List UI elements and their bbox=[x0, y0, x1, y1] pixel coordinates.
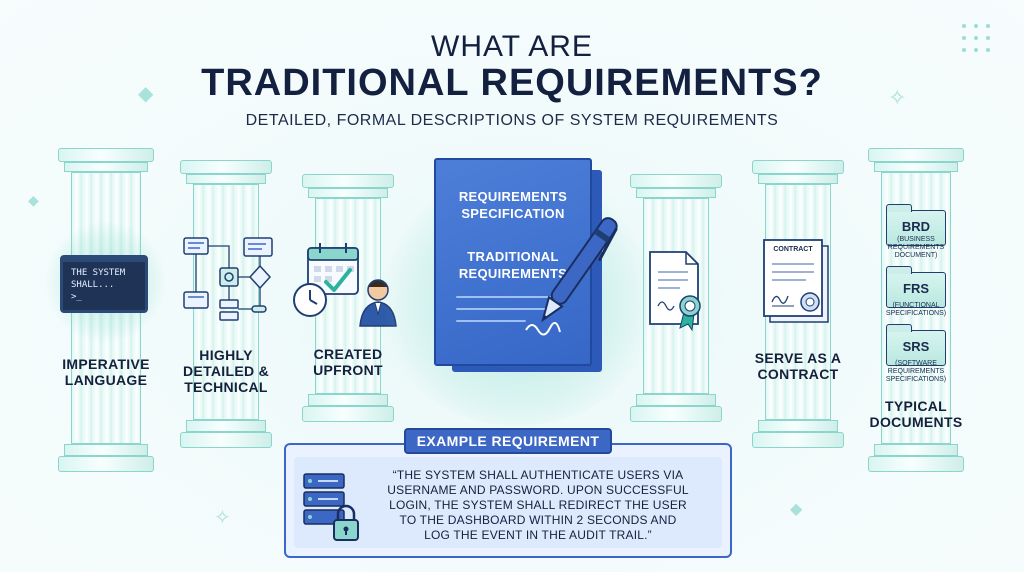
desc-line: DOCUMENT) bbox=[894, 252, 938, 259]
folder-icon-frs: FRS bbox=[885, 266, 946, 308]
pillar-label-highly-detailed: HIGHLY DETAILED & TECHNICAL bbox=[170, 347, 282, 395]
label-line: UPFRONT bbox=[313, 362, 383, 378]
contract-icon: CONTRACT bbox=[760, 236, 836, 326]
doc-line-1: REQUIREMENTS bbox=[458, 189, 568, 204]
folder-abbr: SRS bbox=[902, 339, 930, 354]
sparkle-icon: ✧ bbox=[888, 85, 907, 110]
example-line: “THE SYSTEM SHALL AUTHENTICATE USERS VIA bbox=[392, 468, 684, 482]
doc-line-3: TRADITIONAL bbox=[467, 249, 559, 264]
pen-icon bbox=[525, 217, 618, 336]
desc-line: REQUIREMENTS bbox=[887, 368, 945, 375]
label-line: CREATED bbox=[313, 346, 383, 362]
sparkle-icon: ◆ bbox=[790, 501, 803, 518]
desc-line: REQUIREMENTS bbox=[887, 244, 945, 251]
terminal-line-3: >_ bbox=[71, 292, 82, 302]
folder-abbr: BRD bbox=[901, 219, 931, 234]
folder-abbr: FRS bbox=[903, 281, 929, 296]
certificate-icon bbox=[649, 251, 701, 332]
desc-line: (SOFTWARE bbox=[895, 360, 937, 367]
pillar-label-imperative-language: IMPERATIVE LANGUAGE bbox=[48, 356, 164, 388]
label-line: LANGUAGE bbox=[64, 372, 148, 388]
label-line: DOCUMENTS bbox=[869, 414, 963, 430]
pillar-label-created-upfront: CREATED UPFRONT bbox=[292, 346, 404, 378]
label-line: CONTRACT bbox=[757, 366, 839, 382]
dot-grid-decoration bbox=[962, 24, 992, 54]
folder-icon-brd: BRD bbox=[885, 204, 946, 246]
contract-label: CONTRACT bbox=[773, 246, 813, 253]
title-line-1: WHAT ARE bbox=[431, 30, 593, 63]
sparkle-icon: ✧ bbox=[214, 507, 231, 529]
desc-line: SPECIFICATIONS) bbox=[885, 376, 947, 383]
terminal-icon: THE SYSTEM SHALL... >_ bbox=[60, 255, 148, 313]
label-line: SERVE AS A bbox=[754, 350, 842, 366]
sparkle-icon: ◆ bbox=[28, 192, 39, 208]
example-line: USERNAME AND PASSWORD. UPON SUCCESSFUL bbox=[387, 483, 689, 497]
label-line: HIGHLY bbox=[199, 347, 253, 363]
subtitle: DETAILED, FORMAL DESCRIPTIONS OF SYSTEM … bbox=[245, 112, 779, 129]
example-requirement-text: “THE SYSTEM SHALL AUTHENTICATE USERS VIA… bbox=[358, 468, 718, 543]
example-requirement-box bbox=[284, 443, 732, 558]
example-line: TO THE DASHBOARD WITHIN 2 SECONDS AND bbox=[399, 513, 677, 527]
label-line: DETAILED & bbox=[183, 363, 269, 379]
terminal-line-1: THE SYSTEM bbox=[71, 268, 126, 278]
terminal-line-2: SHALL... bbox=[71, 280, 115, 290]
example-requirement-title: EXAMPLE REQUIREMENT bbox=[404, 428, 612, 454]
calendar-clock-person-icon bbox=[293, 243, 397, 327]
desc-line: (BUSINESS bbox=[897, 236, 935, 243]
folder-icon-srs: SRS bbox=[885, 324, 946, 366]
desc-line: SPECIFICATIONS) bbox=[885, 310, 947, 317]
doc-line-4: REQUIREMENTS bbox=[458, 266, 568, 281]
folder-description: (BUSINESS REQUIREMENTS DOCUMENT) bbox=[876, 236, 956, 260]
doc-line-2: SPECIFICATION bbox=[461, 206, 565, 221]
page-title: TRADITIONAL REQUIREMENTS? bbox=[201, 62, 823, 104]
label-line: TYPICAL bbox=[885, 398, 947, 414]
example-line: LOG THE EVENT IN THE AUDIT TRAIL.” bbox=[424, 528, 652, 542]
pillar-label-serve-as-contract: SERVE AS A CONTRACT bbox=[742, 350, 854, 382]
sparkle-icon: ◆ bbox=[138, 83, 154, 105]
label-line: IMPERATIVE bbox=[62, 356, 150, 372]
folder-description: (SOFTWARE REQUIREMENTS SPECIFICATIONS) bbox=[876, 360, 956, 384]
label-line: TECHNICAL bbox=[184, 379, 268, 395]
folder-description: (FUNCTIONAL SPECIFICATIONS) bbox=[876, 302, 956, 318]
requirements-document: REQUIREMENTS SPECIFICATION TRADITIONAL R… bbox=[434, 158, 592, 366]
pillar-label-typical-documents: TYPICAL DOCUMENTS bbox=[856, 398, 976, 430]
example-line: LOGIN, THE SYSTEM SHALL REDIRECT THE USE… bbox=[389, 498, 687, 512]
server-lock-icon bbox=[303, 473, 359, 541]
desc-line: (FUNCTIONAL bbox=[892, 302, 940, 309]
pillar-created-upfront bbox=[302, 174, 394, 422]
flowchart-icon bbox=[183, 237, 273, 321]
